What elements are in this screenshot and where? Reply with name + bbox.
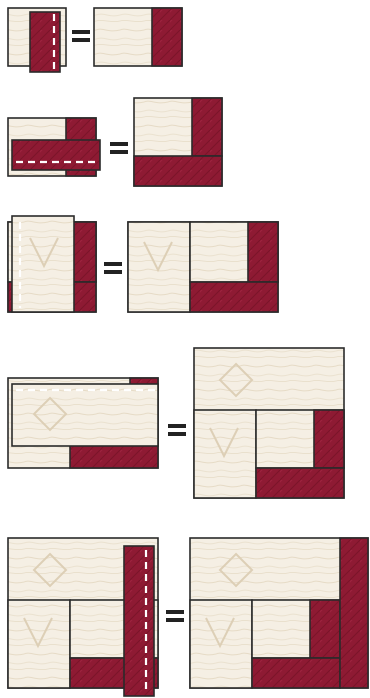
step5-equals-bar-top xyxy=(166,610,184,614)
step4-result-red-corner xyxy=(314,410,344,468)
step5-equals-bar-bottom xyxy=(166,618,184,622)
step3-equals-bar-top xyxy=(104,262,122,266)
step2-equals-bar-top xyxy=(110,142,128,146)
step2-equals-bar-bottom xyxy=(110,150,128,154)
fabric-pieces-layer xyxy=(8,8,368,696)
step4-equals-bar-top xyxy=(168,424,186,428)
step1-equals-bar-top xyxy=(72,30,90,34)
step5-left-red-strip xyxy=(124,546,154,696)
step4-result-red-bottom xyxy=(256,468,344,498)
step5-result-red-corner xyxy=(310,600,340,658)
step1-left-red-strip xyxy=(30,12,60,72)
step2-left-red-overlay xyxy=(12,140,100,170)
step1-equals-bar-bottom xyxy=(72,38,90,42)
step3-result-red-bottom xyxy=(190,282,278,312)
step2-result-red-right xyxy=(192,98,222,156)
step3-equals-bar-bottom xyxy=(104,270,122,274)
step2-result-red-bottom xyxy=(134,156,222,186)
step5-result-red-bottom xyxy=(252,658,340,688)
step3-result-red-corner xyxy=(248,222,278,282)
step4-equals-bar-bottom xyxy=(168,432,186,436)
step5-result-red-right xyxy=(340,538,368,688)
step1-result-red xyxy=(152,8,182,66)
